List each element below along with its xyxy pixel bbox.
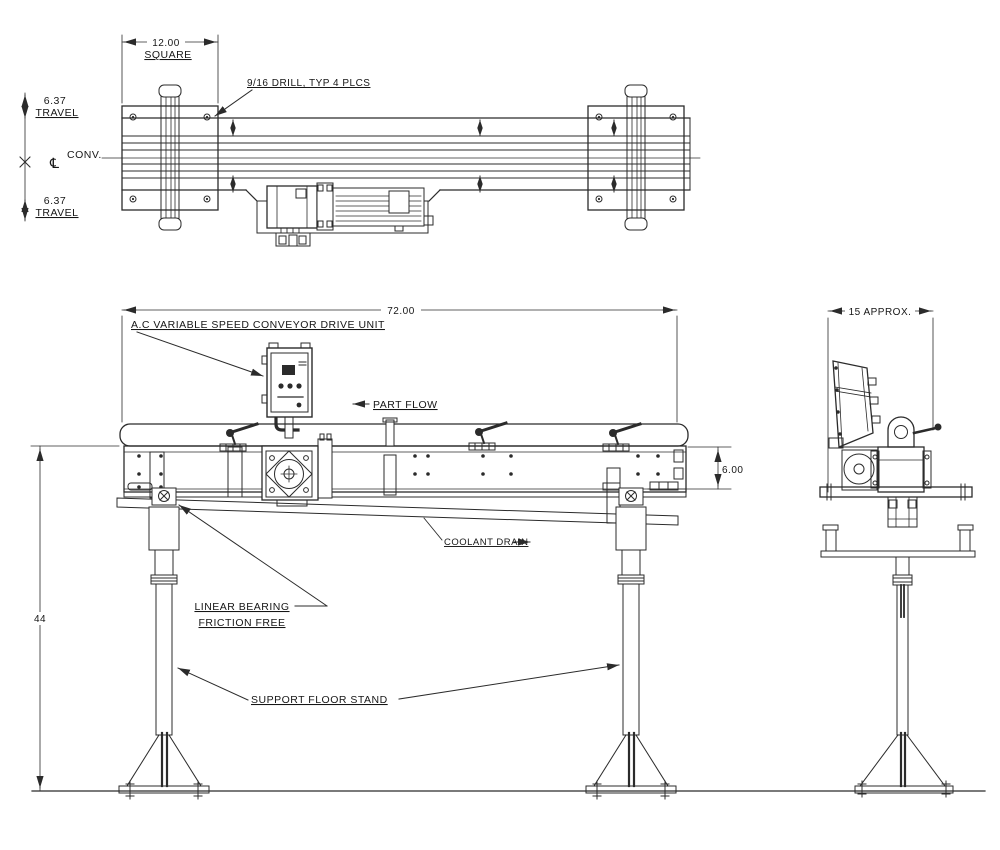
top-view: 12.00 SQUARE 9/16 DRILL, TYP 4 PLCS 6.37… bbox=[19, 34, 701, 247]
support-stand-callout: SUPPORT FLOOR STAND bbox=[177, 663, 620, 706]
end-belt-panel bbox=[828, 360, 881, 449]
end-gearbox bbox=[870, 446, 932, 493]
support-floor-stand-right bbox=[584, 486, 678, 801]
end-motor bbox=[887, 416, 942, 448]
frame-end-bracket bbox=[649, 481, 679, 491]
centerline-callout: ℄ CONV. bbox=[49, 149, 102, 171]
centerline-label: CONV. bbox=[67, 149, 102, 161]
part-flow-label: PART FLOW bbox=[373, 399, 438, 411]
dim-length: 72.00 bbox=[121, 303, 678, 423]
coolant-drain-label: COOLANT DRAIN bbox=[444, 537, 528, 548]
dim-44: 44 bbox=[34, 614, 46, 625]
drill-note-text: 9/16 DRILL, TYP 4 PLCS bbox=[247, 78, 370, 89]
support-floor-stand-left bbox=[117, 486, 211, 801]
right-stand-plate bbox=[602, 482, 621, 491]
support-stand-label: SUPPORT FLOOR STAND bbox=[251, 694, 388, 706]
elevation-gearbox bbox=[261, 433, 333, 507]
linear-bearing-label-1: LINEAR BEARING bbox=[194, 601, 289, 613]
dim-depth: 15 APPROX. bbox=[827, 304, 934, 493]
dim-6: 6.00 bbox=[722, 465, 743, 476]
end-roller bbox=[841, 449, 878, 491]
part-flow-callout: PART FLOW bbox=[352, 399, 438, 411]
centerline-symbol: ℄ bbox=[49, 155, 59, 171]
dim-12-value: 12.00 bbox=[152, 38, 180, 49]
linear-bearing-callout: LINEAR BEARING FRICTION FREE bbox=[178, 504, 328, 629]
dim-frame-height: 6.00 bbox=[647, 446, 743, 490]
plan-right-mount-plate bbox=[587, 84, 685, 231]
plan-left-mount-plate bbox=[121, 84, 219, 231]
frame-holes bbox=[137, 454, 660, 489]
dim-15: 15 APPROX. bbox=[849, 307, 912, 318]
dim-72: 72.00 bbox=[387, 306, 415, 317]
drive-unit-label: A.C VARIABLE SPEED CONVEYOR DRIVE UNIT bbox=[131, 319, 385, 331]
vfd-controller bbox=[261, 342, 313, 439]
travel-up-label: TRAVEL bbox=[35, 107, 78, 119]
drive-unit-callout: A.C VARIABLE SPEED CONVEYOR DRIVE UNIT bbox=[131, 319, 385, 377]
dim-width: 12.00 SQUARE bbox=[121, 34, 219, 104]
travel-down-value: 6.37 bbox=[44, 195, 66, 207]
end-floor-stand bbox=[854, 556, 954, 798]
plan-drive-unit bbox=[256, 182, 434, 247]
travel-up-value: 6.37 bbox=[44, 95, 66, 107]
elevation-view: 72.00 A.C VARIABLE SPEED CONVEYOR DRIVE … bbox=[30, 303, 986, 801]
dim-12-note: SQUARE bbox=[144, 49, 191, 61]
travel-down-label: TRAVEL bbox=[35, 207, 78, 219]
end-view: 15 APPROX. bbox=[819, 304, 976, 798]
dim-stand-height: 44 bbox=[30, 445, 120, 792]
clamp-handle bbox=[601, 422, 642, 453]
drain-pan: COOLANT DRAIN bbox=[116, 497, 679, 548]
linear-bearing-label-2: FRICTION FREE bbox=[199, 617, 286, 629]
end-pan bbox=[820, 496, 976, 558]
drill-note: 9/16 DRILL, TYP 4 PLCS bbox=[214, 78, 370, 117]
travel-dimension: 6.37 TRAVEL 6.37 TRAVEL bbox=[19, 92, 78, 222]
plan-adjust-arrows bbox=[233, 120, 614, 192]
